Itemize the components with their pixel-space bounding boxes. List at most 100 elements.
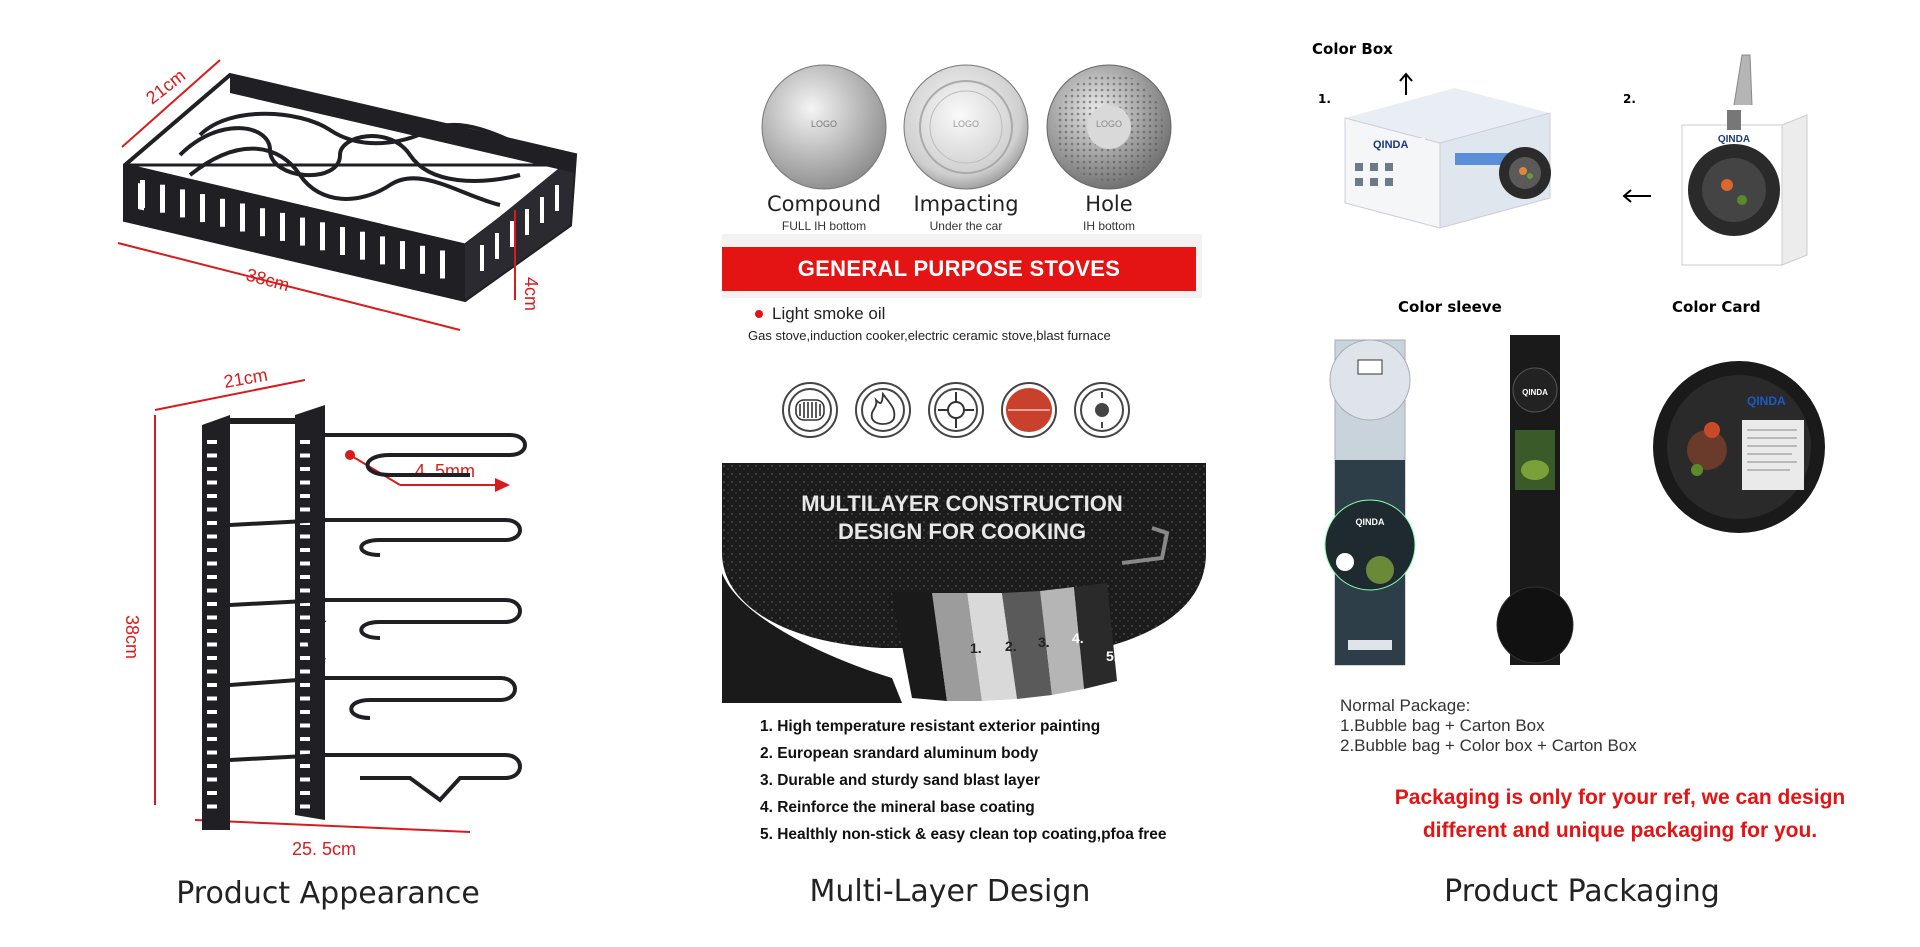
item-number-2: 2. <box>1623 92 1636 106</box>
rack-slot <box>320 222 325 251</box>
normal-package-option-1: 1.Bubble bag + Carton Box <box>1340 716 1545 735</box>
layer-num-4: 4. <box>1072 630 1084 646</box>
pan-sub-impacting: Under the car <box>929 219 1003 233</box>
post-slot <box>300 588 310 593</box>
post-slot <box>300 777 310 782</box>
pan-title-impacting: Impacting <box>913 192 1019 216</box>
post-slot <box>207 669 217 674</box>
rack-slot <box>555 185 559 211</box>
normal-package-title: Normal Package: <box>1340 696 1471 715</box>
smoke-oil-text: Light smoke oil <box>772 304 886 323</box>
post-slot <box>300 494 310 498</box>
packaging-note-1: Packaging is only for your ref, we can d… <box>1394 786 1846 809</box>
rack-slot <box>380 236 385 265</box>
rack-slot <box>140 180 145 208</box>
construction-title-2: DESIGN FOR COOKING <box>838 519 1086 544</box>
caption-packaging: Product Packaging <box>1444 874 1720 909</box>
post-slot <box>300 561 310 566</box>
feature-3: 3. Durable and sturdy sand blast layer <box>760 772 1040 789</box>
svg-text:QINDA: QINDA <box>1747 394 1786 408</box>
layer-num-5: 5. <box>1106 648 1118 664</box>
feature-4: 4. Reinforce the mineral base coating <box>760 799 1035 816</box>
post-slot <box>207 521 217 525</box>
post-slot <box>207 561 217 566</box>
layer-num-1: 1. <box>970 640 982 656</box>
post-slot <box>207 723 217 728</box>
rack-slot <box>300 217 305 246</box>
rack-slot <box>495 233 499 259</box>
post-slot <box>207 440 217 444</box>
rack-slot <box>280 212 285 241</box>
top-width-label: 21cm <box>142 65 189 108</box>
post-slot <box>207 507 217 512</box>
multilayer-construction-image: MULTILAYER CONSTRUCTION DESIGN FOR COOKI… <box>722 463 1206 703</box>
pan-hole-image: LOGO <box>1046 64 1172 190</box>
induction-icon <box>795 399 825 421</box>
post-slot <box>207 588 217 593</box>
left-arrow-icon <box>1622 189 1651 203</box>
color-box-image: QINDA <box>1344 88 1551 229</box>
post-slot <box>300 710 310 714</box>
post-slot <box>300 507 310 512</box>
pan-sub-compound: FULL IH bottom <box>781 219 867 233</box>
rack-slot <box>260 208 265 237</box>
rack-slot <box>220 198 225 227</box>
post-slot <box>300 804 310 809</box>
post-slot <box>300 602 310 606</box>
top-length-label: 38cm <box>244 265 292 296</box>
post-slot <box>207 804 217 809</box>
packaging-note-2: different and unique packaging for you. <box>1422 819 1818 842</box>
post-slot <box>207 602 217 606</box>
post-slot <box>300 723 310 728</box>
post-slot <box>300 534 310 539</box>
rack-slot <box>540 197 544 223</box>
item-number-1: 1. <box>1318 92 1331 106</box>
post-slot <box>300 480 310 485</box>
post-slot <box>207 710 217 714</box>
post-slot <box>207 764 217 768</box>
post-slot <box>300 669 310 674</box>
vertical-rack-illustration: 21cm 38cm 25. 5cm 4. 5mm <box>122 365 527 859</box>
boxed-pan-image: QINDA <box>1681 54 1808 266</box>
pan-impacting-image: LOGO <box>903 64 1029 190</box>
layer-num-2: 2. <box>1005 638 1017 654</box>
post-slot <box>207 575 217 579</box>
post-slot <box>207 615 217 620</box>
svg-text:QINDA: QINDA <box>1356 517 1386 527</box>
post-slot <box>300 548 310 552</box>
post-slot <box>300 575 310 579</box>
color-sleeve-2-image: QINDA <box>1496 335 1574 665</box>
post-slot <box>300 696 310 701</box>
post-slot <box>300 791 310 795</box>
flame-icon <box>870 391 896 425</box>
svg-text:LOGO: LOGO <box>1096 119 1122 129</box>
bullet-dot <box>755 310 763 318</box>
caption-appearance: Product Appearance <box>176 876 480 911</box>
post-slot <box>207 750 217 755</box>
post-slot <box>207 777 217 782</box>
feature-2: 2. European srandard aluminum body <box>760 745 1039 762</box>
svg-text:LOGO: LOGO <box>953 119 979 129</box>
post-slot <box>300 750 310 755</box>
post-slot <box>300 453 310 458</box>
post-slot <box>300 440 310 444</box>
rack-slot <box>240 203 245 232</box>
post-slot <box>300 764 310 768</box>
rack-slot <box>360 231 365 260</box>
rack-slot <box>480 245 484 271</box>
post-slot <box>207 642 217 647</box>
post-slot <box>207 791 217 795</box>
color-card-label: Color Card <box>1672 298 1761 316</box>
bottom-height-label: 38cm <box>122 615 142 659</box>
stove-icons <box>782 382 1130 438</box>
feature-5: 5. Healthly non-stick & easy clean top c… <box>760 826 1167 843</box>
normal-package-option-2: 2.Bubble bag + Color box + Carton Box <box>1340 736 1637 755</box>
bottom-depth-label: 25. 5cm <box>292 839 356 859</box>
post-slot <box>207 480 217 485</box>
stoves-banner: GENERAL PURPOSE STOVES <box>722 247 1196 291</box>
post-slot <box>207 656 217 660</box>
post-slot <box>300 615 310 620</box>
wire-diameter-label: 4. 5mm <box>415 461 475 481</box>
post-slot <box>207 534 217 539</box>
post-slot <box>300 656 310 660</box>
